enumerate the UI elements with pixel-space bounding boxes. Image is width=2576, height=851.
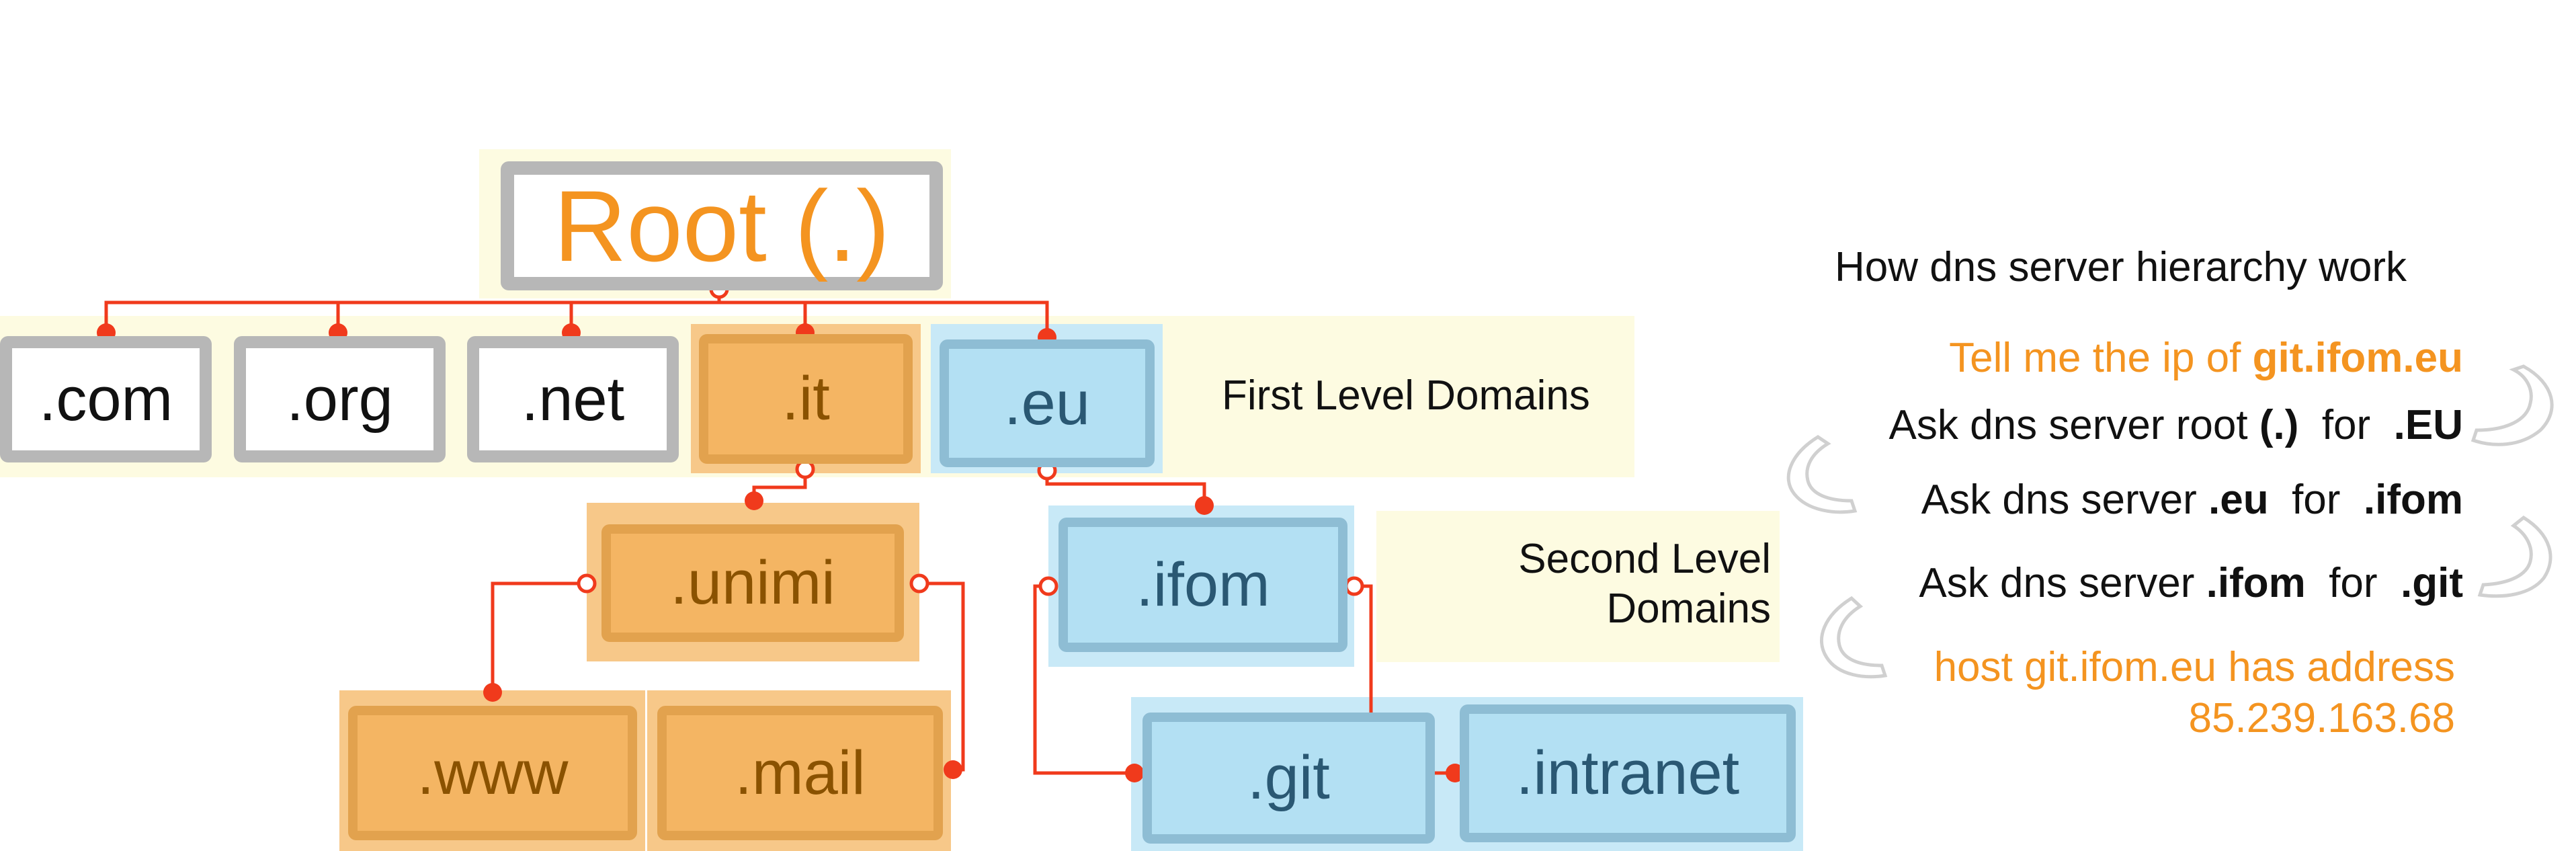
- node-it-label: .it: [782, 364, 830, 433]
- step-2: Ask dns server root (.) for .EU: [1889, 401, 2463, 449]
- node-mail: .mail: [657, 706, 943, 840]
- node-eu: .eu: [940, 339, 1155, 467]
- node-git-label: .git: [1247, 743, 1330, 812]
- step-4-for: for: [2305, 560, 2401, 606]
- node-eu-label: .eu: [1004, 368, 1090, 438]
- step-2-target: .EU: [2393, 402, 2463, 448]
- hollow-ifom-left: [1038, 576, 1058, 596]
- dot-git: [1125, 764, 1144, 782]
- dot-www: [483, 683, 502, 702]
- second-level-line-1: Second Level: [1518, 536, 1771, 582]
- step-5: host git.ifom.eu has address 85.239.163.…: [1934, 642, 2455, 743]
- node-org: .org: [234, 336, 446, 462]
- hollow-unimi-left: [577, 573, 597, 594]
- node-ifom-label: .ifom: [1136, 550, 1270, 619]
- node-ifom: .ifom: [1058, 518, 1347, 652]
- dot-unimi: [745, 491, 763, 510]
- node-intranet-label: .intranet: [1515, 739, 1740, 807]
- step-4-text: Ask dns server: [1919, 560, 2206, 606]
- node-mail-label: .mail: [735, 738, 866, 807]
- step-4: Ask dns server .ifom for .git: [1919, 559, 2463, 607]
- hollow-unimi-right: [909, 573, 929, 594]
- node-org-label: .org: [286, 364, 393, 434]
- first-level-domains-label: First Level Domains: [1222, 372, 1590, 419]
- node-unimi: .unimi: [601, 524, 904, 642]
- node-git: .git: [1142, 713, 1435, 844]
- node-intranet: .intranet: [1460, 704, 1796, 842]
- connector-unimi-www: [491, 581, 587, 692]
- connector-root-bus: [104, 300, 1049, 339]
- step-3-text: Ask dns server: [1921, 477, 2209, 523]
- hollow-ifom-right: [1344, 576, 1364, 596]
- step-4-target: .git: [2401, 560, 2463, 606]
- dot-ifom: [1195, 496, 1214, 515]
- second-level-highlight: [1376, 511, 1780, 662]
- step-1-text: Tell me the ip of: [1949, 335, 2253, 381]
- step-2-server: (.): [2259, 402, 2299, 448]
- step-5-line-2: 85.239.163.68: [2188, 694, 2456, 741]
- curl-arrow-4: [1819, 596, 1888, 679]
- step-1: Tell me the ip of git.ifom.eu: [1949, 334, 2463, 382]
- step-1-domain: git.ifom.eu: [2252, 335, 2463, 381]
- second-level-line-2: Domains: [1606, 585, 1771, 633]
- root-label: Root (.): [553, 169, 890, 282]
- step-4-server: .ifom: [2206, 560, 2306, 606]
- curl-arrow-1: [2470, 364, 2554, 446]
- step-5-line-1: host git.ifom.eu has address: [1934, 644, 2455, 690]
- node-unimi-label: .unimi: [670, 549, 835, 617]
- dot-mail: [944, 760, 962, 779]
- step-3-for: for: [2268, 477, 2364, 523]
- step-2-for: for: [2298, 402, 2394, 448]
- steps-title: How dns server hierarchy work: [1835, 244, 2407, 290]
- node-net: .net: [467, 336, 679, 462]
- node-com-label: .com: [38, 364, 173, 434]
- node-net-label: .net: [521, 364, 625, 434]
- root-node: Root (.): [501, 161, 943, 290]
- curl-arrow-3: [2477, 515, 2552, 598]
- second-level-domains-label: Second Level Domains: [1452, 534, 1771, 635]
- step-3: Ask dns server .eu for .ifom: [1921, 476, 2463, 524]
- node-www-label: .www: [417, 738, 569, 807]
- node-com: .com: [0, 336, 212, 462]
- node-www: .www: [348, 706, 637, 840]
- curl-arrow-2: [1786, 435, 1858, 514]
- step-3-target: .ifom: [2363, 477, 2463, 523]
- node-it: .it: [699, 334, 913, 464]
- step-3-server: .eu: [2208, 477, 2269, 523]
- connector-eu-ifom: [1045, 471, 1206, 505]
- step-2-text: Ask dns server root: [1888, 402, 2259, 448]
